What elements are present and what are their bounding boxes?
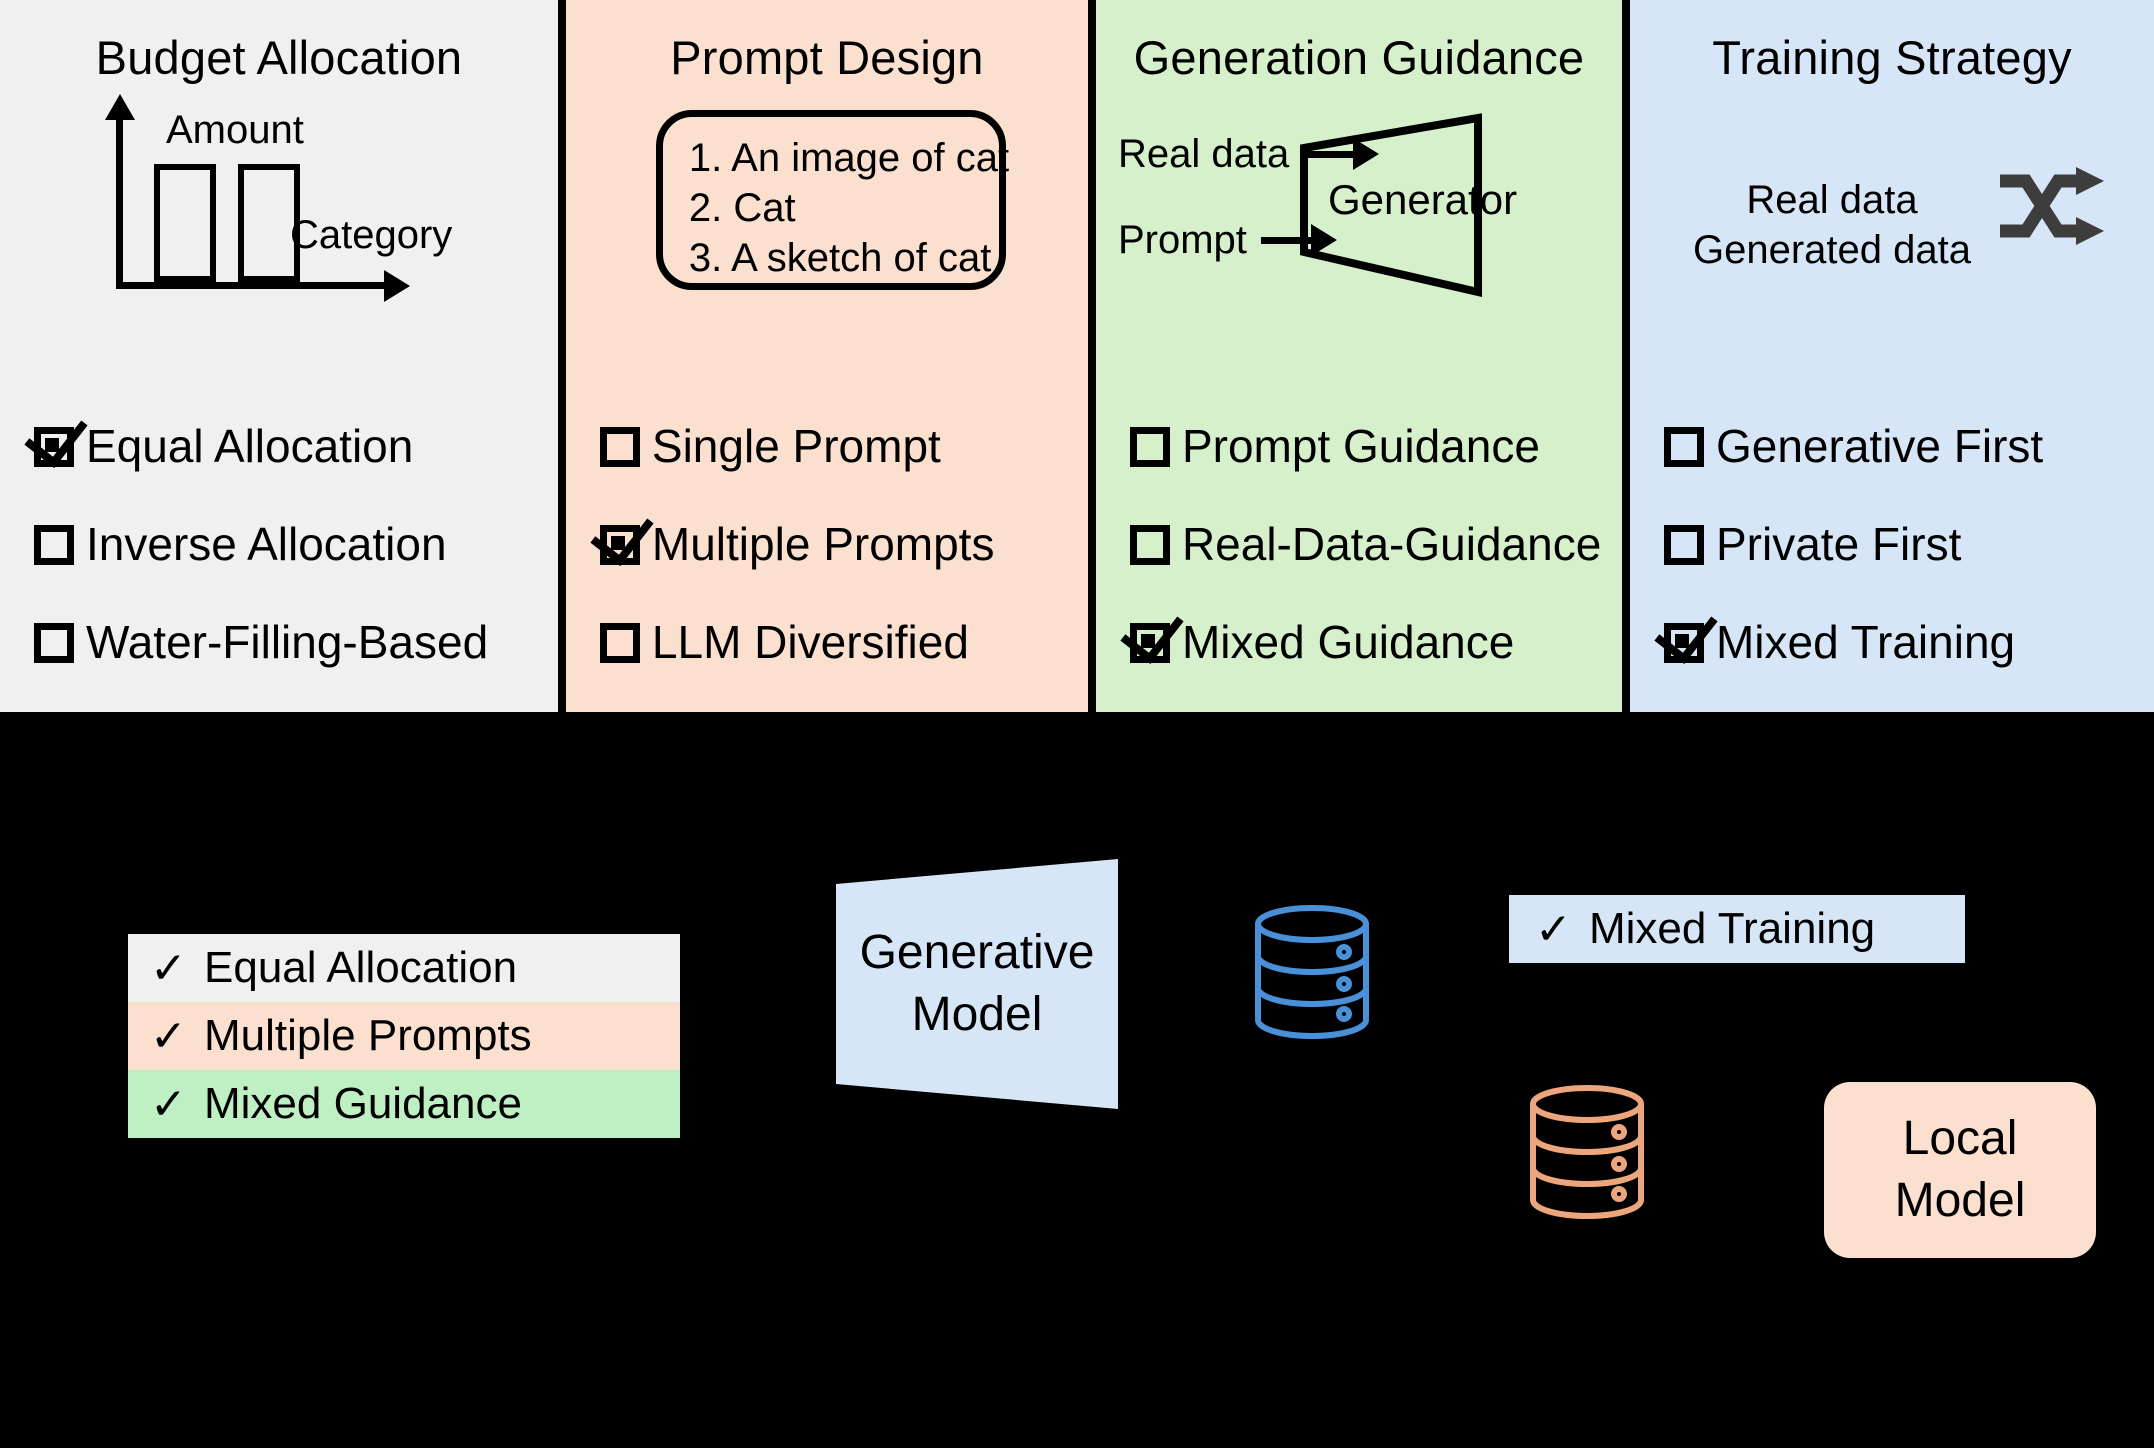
option-list: Single Prompt Multiple Prompts LLM Diver…	[599, 418, 1078, 712]
checkbox-icon[interactable]	[599, 427, 640, 467]
legend-label: Mixed Guidance	[204, 1079, 522, 1128]
legend-row: ✓ Equal Allocation	[128, 934, 680, 1002]
option-label: Water-Filling-Based	[86, 616, 489, 668]
option-row[interactable]: Inverse Allocation	[34, 516, 548, 614]
option-list: Prompt Guidance Real-Data-Guidance Mixed…	[1129, 418, 1612, 712]
option-label: Multiple Prompts	[651, 518, 995, 570]
option-label: Prompt Guidance	[1181, 420, 1540, 472]
option-label: Single Prompt	[651, 420, 941, 472]
panel-title: Training Strategy	[1712, 31, 2072, 84]
option-row[interactable]: Real-Data-Guidance	[1129, 516, 1612, 614]
checkbox-icon[interactable]	[34, 623, 74, 663]
check-icon: ✓	[150, 943, 187, 993]
checkbox-checked-icon[interactable]	[599, 525, 640, 565]
budget-bar-chart: Amount Category	[80, 94, 500, 308]
option-label: LLM Diversified	[651, 616, 969, 668]
panel-training-strategy: Training Strategy Real data Generated da…	[1629, 0, 2154, 712]
data-line: Generated data	[1693, 228, 1971, 272]
y-axis	[105, 94, 135, 288]
input-row-real-data: Real data	[1117, 132, 1380, 177]
panel-title: Budget Allocation	[95, 31, 463, 84]
mixed-training-badge: ✓ Mixed Training	[1509, 895, 1965, 963]
check-icon: ✓	[150, 1079, 187, 1129]
x-axis	[116, 270, 410, 302]
option-row[interactable]: Mixed Training	[1663, 614, 2144, 712]
panel-generation-guidance: Generation Guidance Real data Prompt Gen…	[1095, 0, 1622, 712]
option-label: Inverse Allocation	[86, 518, 447, 570]
legend-label: Equal Allocation	[204, 943, 518, 992]
local-model-line2: Model	[1894, 1174, 2026, 1227]
input-label: Real data	[1117, 132, 1290, 176]
selected-choices-legend: ✓ Equal Allocation ✓ Multiple Prompts ✓ …	[128, 934, 680, 1138]
panel-budget-allocation: Budget Allocation Amount Category Equal …	[0, 0, 558, 712]
checkbox-checked-icon[interactable]	[34, 427, 74, 467]
generator-diagram: Real data Prompt Generator	[1106, 110, 1606, 300]
checkbox-icon[interactable]	[1129, 427, 1170, 467]
generative-model-line1: Generative	[859, 926, 1095, 979]
checkbox-checked-icon[interactable]	[1129, 623, 1170, 663]
checkbox-checked-icon[interactable]	[1663, 623, 1704, 663]
prompt-line: 1. An image of cat	[688, 136, 1010, 180]
option-row[interactable]: Private First	[1663, 516, 2144, 614]
prompt-line: 2. Cat	[688, 186, 796, 230]
option-row[interactable]: Equal Allocation	[34, 418, 548, 516]
option-label: Equal Allocation	[86, 420, 414, 472]
generative-model-node: Generative Model	[836, 859, 1118, 1109]
badge-label: Mixed Training	[1589, 904, 1876, 953]
option-row[interactable]: Prompt Guidance	[1129, 418, 1612, 516]
option-label: Mixed Training	[1715, 616, 2016, 668]
legend-label: Multiple Prompts	[204, 1011, 532, 1060]
legend-row: ✓ Mixed Guidance	[128, 1070, 680, 1138]
option-row[interactable]: Mixed Guidance	[1129, 614, 1612, 712]
database-icon	[1530, 1085, 1644, 1219]
x-axis-label: Category	[290, 213, 453, 257]
bar-1	[154, 164, 216, 282]
shuffle-icon	[2000, 167, 2105, 245]
panel-prompt-design: Prompt Design 1. An image of cat 2. Cat …	[565, 0, 1088, 712]
check-icon: ✓	[150, 1011, 187, 1061]
prompt-line: 3. A sketch of cat	[688, 236, 992, 280]
arrow-right-icon	[1303, 138, 1380, 170]
checkbox-icon[interactable]	[599, 623, 640, 663]
checkbox-icon[interactable]	[1663, 427, 1704, 467]
y-axis-label: Amount	[166, 108, 304, 152]
panel-title: Prompt Design	[670, 31, 984, 84]
database-icon	[1255, 905, 1369, 1039]
option-list: Generative First Private First Mixed Tra…	[1663, 418, 2144, 712]
option-row[interactable]: Single Prompt	[599, 418, 1078, 516]
data-line: Real data	[1746, 178, 1918, 222]
input-row-prompt: Prompt	[1117, 218, 1337, 263]
option-list: Equal Allocation Inverse Allocation Wate…	[34, 418, 548, 712]
panel-title: Generation Guidance	[1133, 31, 1585, 84]
generator-trapezoid-icon	[1299, 113, 1482, 298]
checkbox-icon[interactable]	[1663, 525, 1704, 565]
local-model-line1: Local	[1902, 1112, 2018, 1165]
option-row[interactable]: LLM Diversified	[599, 614, 1078, 712]
generator-label: Generator	[1327, 176, 1518, 223]
strategy-panels: Budget Allocation Amount Category Equal …	[0, 0, 2154, 712]
legend-row: ✓ Multiple Prompts	[128, 1002, 680, 1070]
option-label: Generative First	[1715, 420, 2044, 472]
local-model-node: Local Model	[1824, 1082, 2096, 1258]
check-icon: ✓	[1535, 904, 1572, 954]
pipeline-section: ✓ Equal Allocation ✓ Multiple Prompts ✓ …	[0, 712, 2154, 1448]
checkbox-icon[interactable]	[1129, 525, 1170, 565]
option-label: Private First	[1715, 518, 1962, 570]
option-row[interactable]: Multiple Prompts	[599, 516, 1078, 614]
arrow-right-icon	[1260, 224, 1337, 256]
option-row[interactable]: Water-Filling-Based	[34, 614, 548, 712]
generative-model-line2: Model	[911, 988, 1043, 1041]
training-data-block: Real data Generated data	[1630, 167, 2154, 275]
option-label: Mixed Guidance	[1181, 616, 1515, 668]
option-label: Real-Data-Guidance	[1181, 518, 1602, 570]
checkbox-icon[interactable]	[34, 525, 74, 565]
prompt-list-card: 1. An image of cat 2. Cat 3. A sketch of…	[655, 110, 1010, 290]
bar-2	[238, 164, 300, 282]
input-label: Prompt	[1117, 218, 1247, 262]
option-row[interactable]: Generative First	[1663, 418, 2144, 516]
